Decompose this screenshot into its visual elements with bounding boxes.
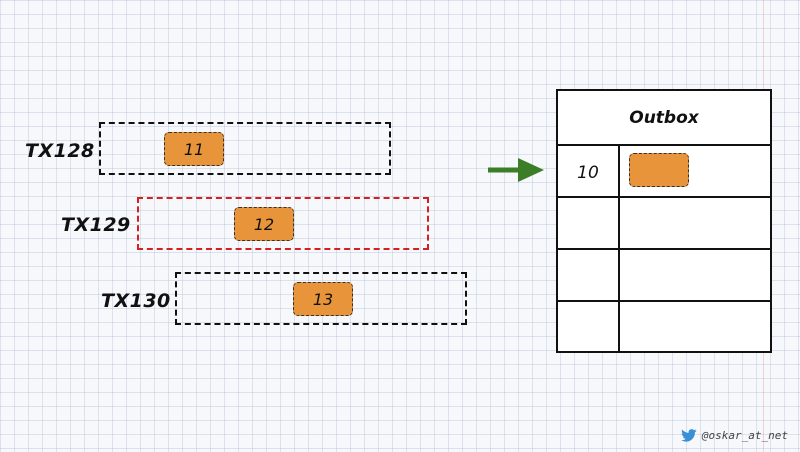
outbox-row-number: 10 bbox=[577, 163, 599, 183]
tx-box-130: 13 bbox=[175, 272, 467, 325]
outbox-row-divider bbox=[558, 248, 770, 250]
credit-handle: @oskar_at_net bbox=[701, 429, 788, 442]
tx-label-130: TX130 bbox=[101, 290, 171, 312]
outbox-table: Outbox 10 bbox=[556, 89, 772, 353]
outbox-row-divider bbox=[558, 196, 770, 198]
tx-box-128: 11 bbox=[99, 122, 391, 175]
author-credit: @oskar_at_net bbox=[681, 429, 788, 442]
right-arrow-icon bbox=[488, 158, 544, 182]
tx-item-130: 13 bbox=[293, 282, 353, 316]
outbox-column-divider bbox=[618, 144, 620, 351]
outbox-row-divider bbox=[558, 300, 770, 302]
tx-item-129: 12 bbox=[234, 207, 294, 241]
outbox-title: Outbox bbox=[558, 91, 770, 146]
tx-label-128: TX128 bbox=[25, 140, 95, 162]
tx-label-129: TX129 bbox=[61, 214, 131, 236]
twitter-bird-icon bbox=[681, 429, 697, 442]
tx-box-129-highlighted: 12 bbox=[137, 197, 429, 250]
tx-item-128: 11 bbox=[164, 132, 224, 166]
outbox-item bbox=[629, 153, 689, 187]
